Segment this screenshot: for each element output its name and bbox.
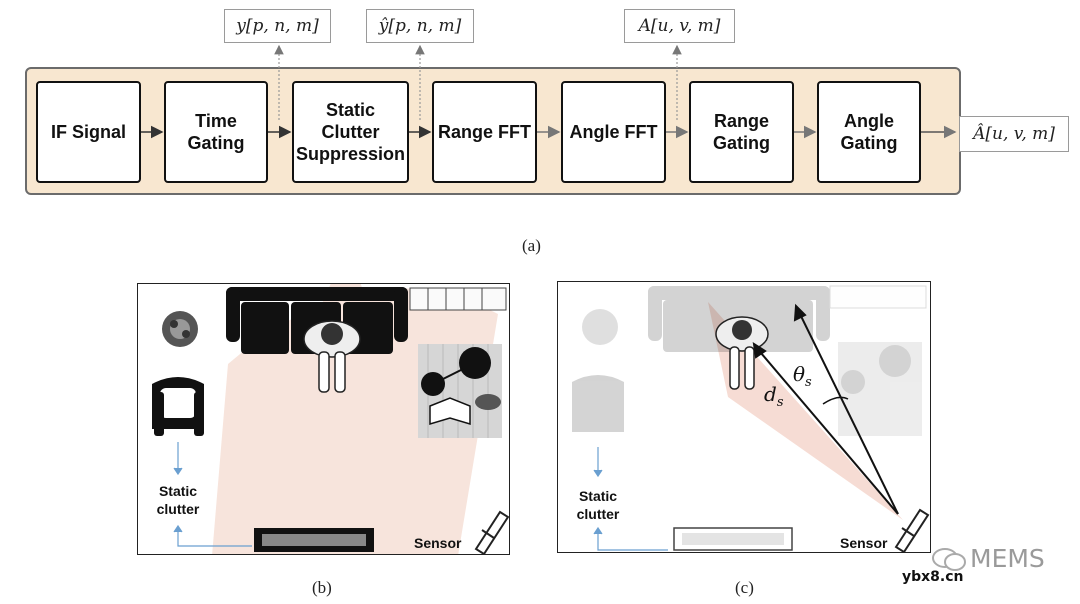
clutter-arrows <box>173 442 252 547</box>
block-angle-gating: Angle Gating <box>817 81 921 183</box>
signal-a-hat-output: Â[u, v, m] <box>959 116 1069 152</box>
tv-stand <box>254 528 374 552</box>
block-range-gating: Range Gating <box>689 81 794 183</box>
scene-c-drawing <box>572 285 930 552</box>
person-c <box>715 316 769 390</box>
signal-y-hat: ŷ[p, n, m] <box>366 9 474 43</box>
watermark-icon <box>931 546 967 576</box>
caption-b: (b) <box>312 578 332 597</box>
bookshelf <box>409 287 507 311</box>
block-angle-fft: Angle FFT <box>561 81 666 183</box>
tap-arrows <box>274 44 682 120</box>
caption-c: (c) <box>735 578 754 597</box>
geometry-lines <box>752 303 899 515</box>
scene-panel-c: θs ds Static clutter Sensor <box>557 281 931 553</box>
block-static-clutter-suppression: Static Clutter Suppression <box>292 81 409 183</box>
watermark-site: ybx8.cn <box>902 569 964 585</box>
sensor-label-b: Sensor <box>414 535 462 551</box>
theta-label: θs <box>793 362 812 390</box>
pipeline-arrows <box>141 44 957 139</box>
armchair <box>152 377 204 436</box>
signal-y: y[p, n, m] <box>224 9 331 43</box>
caption-a: (a) <box>522 236 541 255</box>
tv-stand-c <box>673 527 793 551</box>
clutter-arrows-c <box>593 447 668 551</box>
static-clutter-label-c: Static clutter <box>576 488 620 522</box>
rug-table <box>418 344 502 438</box>
signal-a: A[u, v, m] <box>624 9 735 43</box>
scene-panel-b: Static clutter Sensor <box>137 283 510 555</box>
sensor-device-b <box>474 510 509 554</box>
watermark-brand: MEMS <box>970 544 1045 573</box>
sensor-device-c <box>894 508 930 552</box>
block-range-fft: Range FFT <box>432 81 537 183</box>
plant <box>162 311 198 347</box>
block-if-signal: IF Signal <box>36 81 141 183</box>
block-time-gating: Time Gating <box>164 81 268 183</box>
person-b <box>303 320 361 393</box>
scene-b-drawing <box>152 284 509 554</box>
sensor-label-c: Sensor <box>840 535 888 551</box>
static-clutter-label-b: Static clutter <box>156 483 200 517</box>
distance-label: ds <box>764 382 784 410</box>
